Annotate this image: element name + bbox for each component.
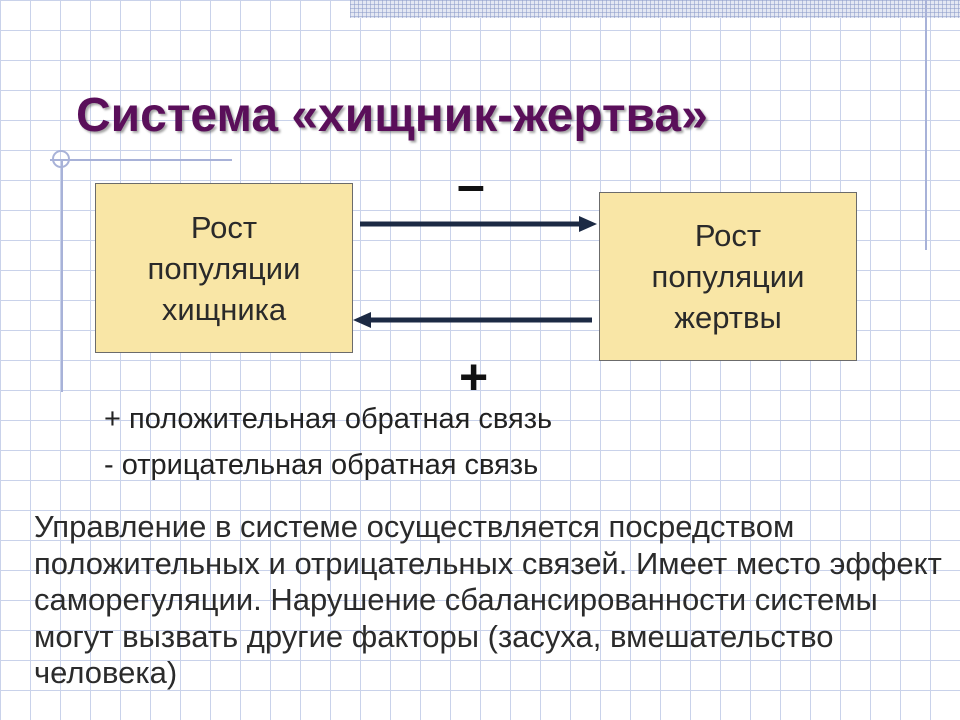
negative-sign: – — [457, 157, 485, 213]
predator-growth-box: Рост популяции хищника — [95, 183, 353, 353]
slide-title: Система «хищник-жертва» — [76, 89, 708, 142]
title-underline — [50, 159, 232, 161]
circle-decoration-icon — [52, 150, 70, 168]
positive-sign: + — [459, 349, 489, 405]
legend-positive-feedback: + положительная обратная связь — [104, 403, 553, 435]
left-margin-line — [61, 160, 63, 392]
top-pattern-band — [350, 0, 960, 18]
right-margin-line — [925, 0, 927, 250]
description-paragraph: Управление в системе осуществляется поср… — [34, 509, 942, 690]
arrow-prey-to-predator — [353, 312, 592, 328]
legend-negative-feedback: - отрицательная обратная связь — [104, 449, 539, 481]
prey-growth-box: Рост популяции жертвы — [599, 192, 857, 361]
arrow-predator-to-prey — [360, 216, 597, 232]
